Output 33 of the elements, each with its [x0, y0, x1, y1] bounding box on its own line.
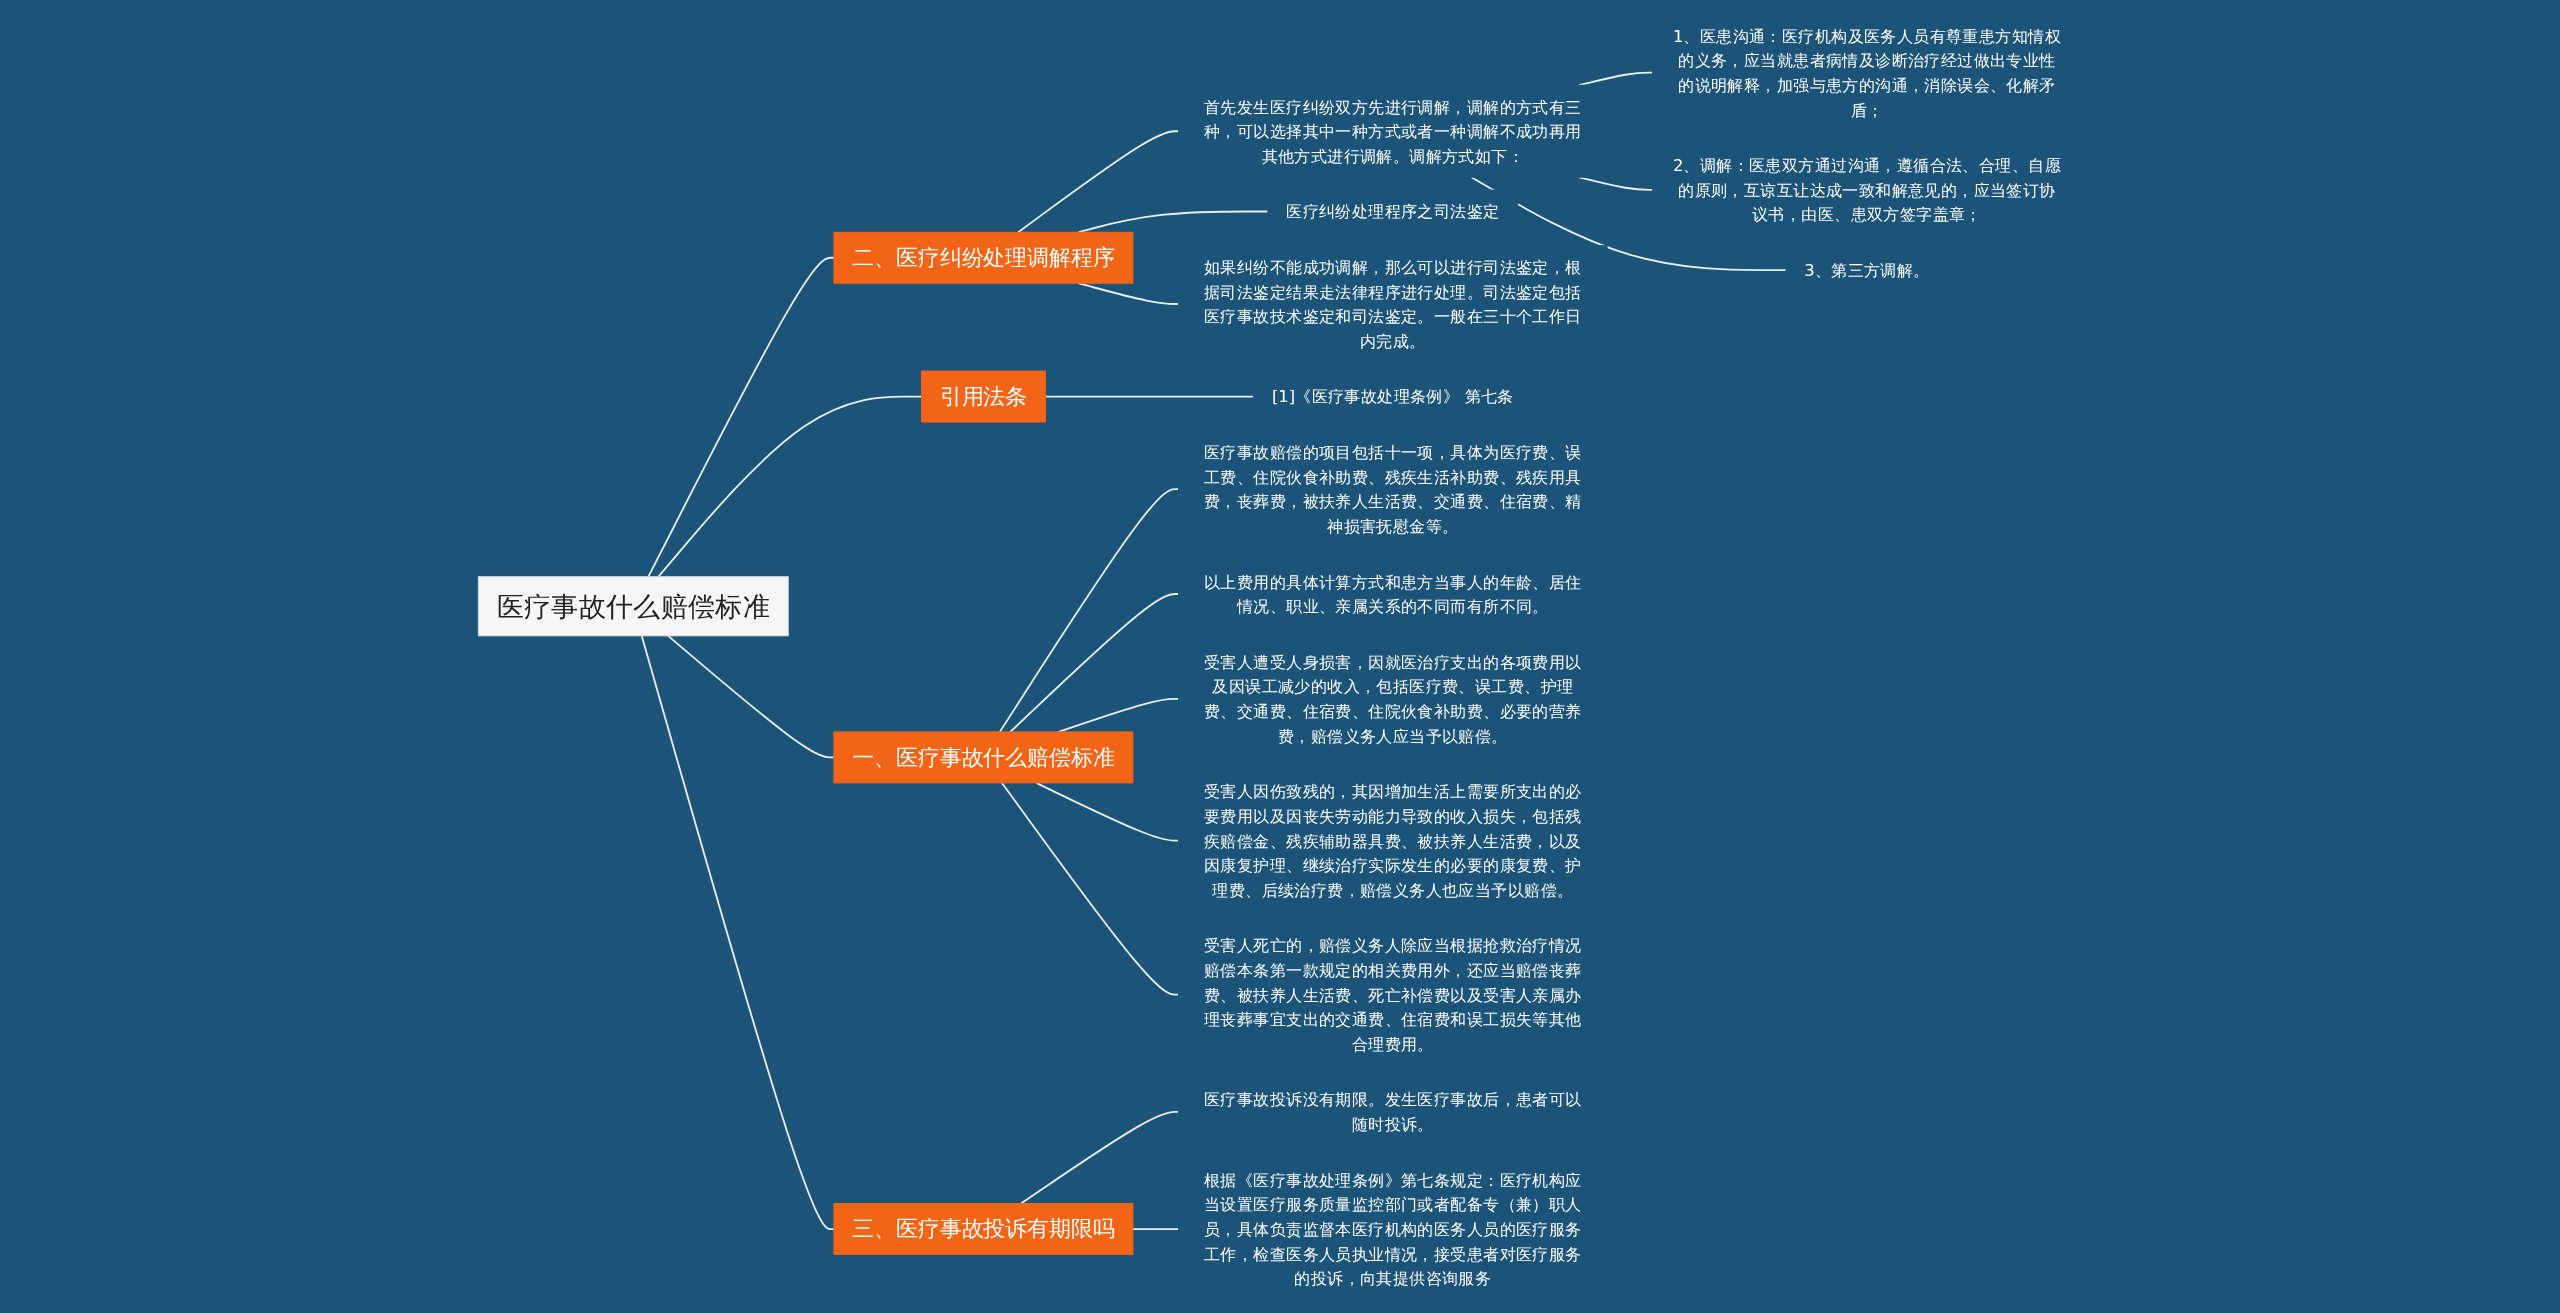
- node-text: 以上费用的具体计算方式和患方当事人的年龄、居住情况、职业、亲属关系的不同而有所不同。: [1204, 571, 1582, 616]
- node-text: 受害人因伤致残的，其因增加生活上需要所支出的必要费用以及因丧失劳动能力导致的收入损失，包括残疾赔偿金、残疾辅助器具费、被扶养人生活费，以及因康复护理、继续治疗实际发生的必要的康复费、护理费、后续治疗费，赔偿义务人也应当予以赔偿。: [1204, 781, 1582, 899]
- connector: [1009, 592, 1180, 733]
- node-box: 二、医疗纠纷处理调解程序: [833, 231, 1134, 284]
- connector: [1578, 175, 1654, 191]
- connector: [1132, 1227, 1180, 1230]
- connector: [641, 634, 836, 1230]
- node-box: 一、医疗事故什么赔偿标准: [833, 730, 1134, 783]
- node-text: 如果纠纷不能成功调解，那么可以进行司法鉴定，根据司法鉴定结果走法律程序进行处理。司法鉴定包括医疗事故技术鉴定和司法鉴定。一般在三十个工作日内完成。: [1204, 257, 1582, 351]
- node-text: 2、调解：医患双方通过沟通，遵循合法、合理、自愿的原则，互谅互让达成一致和解意见的，应当签订协议书，由医、患双方签字盖章；: [1673, 155, 2062, 224]
- node-text: 根据《医疗事故处理条例》第七条规定：医疗机构应当设置医疗服务质量监控部门或者配备专（兼）职人员，具体负责监督本医疗机构的医务人员的医疗服务工作，检查医务人员执业情况，接受患者对医疗服务的投诉，向其提供咨询服务: [1204, 1169, 1582, 1288]
- node-text: 医疗事故赔偿的项目包括十一项，具体为医疗费、误工费、住院伙食补助费、残疾生活补助费、残疾用具费，丧葬费，被扶养人生活费、交通费、住宿费、精神损害抚慰金等。: [1204, 442, 1582, 536]
- node-text: [1]《医疗事故处理条例》 第七条: [1272, 386, 1514, 406]
- connector: [1020, 1110, 1180, 1204]
- connector: [1044, 395, 1255, 397]
- connector: [1017, 129, 1180, 233]
- connector: [667, 634, 836, 758]
- node-text: 受害人遭受人身损害，因就医治疗支出的各项费用以及因误工减少的收入，包括医疗费、误工费、护理费、交通费、住宿费、住院伙食补助费、必要的营养费，赔偿义务人应当予以赔偿。: [1204, 651, 1582, 745]
- connector: [1001, 781, 1180, 996]
- node-text: 1、医患沟通：医疗机构及医务人员有尊重患方知情权的义务，应当就患者病情及诊断治疗经过做出专业性的说明解释，加强与患方的沟通，消除误会、化解矛盾；: [1673, 25, 2062, 119]
- node-text: 医疗事故投诉没有期限。发生医疗事故后，患者可以随时投诉。: [1204, 1089, 1582, 1134]
- connector: [657, 395, 923, 578]
- node-box: 引用法条: [921, 370, 1047, 423]
- connector: [999, 487, 1180, 733]
- node-box: 医疗事故什么赔偿标准: [478, 575, 789, 636]
- node-box: 三、医疗事故投诉有期限吗: [833, 1202, 1134, 1255]
- node-text: 3、第三方调解。: [1804, 259, 1930, 280]
- connector: [1470, 175, 1788, 271]
- connector: [647, 256, 836, 578]
- node-text: 受害人死亡的，赔偿义务人除应当根据抢救治疗情况赔偿本条第一款规定的相关费用外，还应当赔偿丧葬费、被扶养人生活费、死亡补偿费以及受害人亲属办理丧葬事宜支出的交通费、住宿费和误工损失等其他合理费用。: [1204, 935, 1582, 1054]
- node-text: 首先发生医疗纠纷双方先进行调解，调解的方式有三种，可以选择其中一种方式或者一种调解不成功再用其他方式进行调解。调解方式如下：: [1204, 96, 1582, 165]
- connector: [1035, 781, 1180, 841]
- connector: [1077, 281, 1180, 305]
